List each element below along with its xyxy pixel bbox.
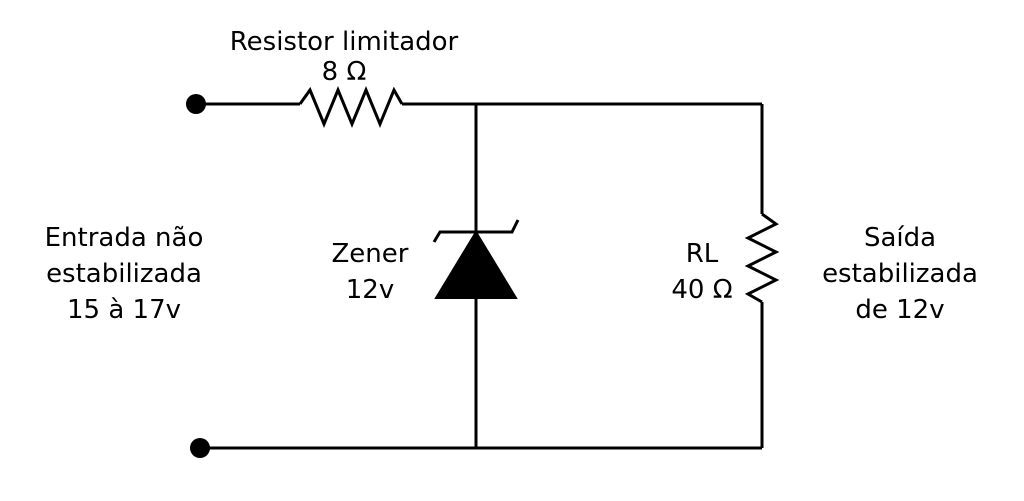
output-label-line3: de 12v — [855, 295, 944, 325]
input-label-line3: 15 à 17v — [67, 295, 181, 325]
limiting-resistor-symbol — [298, 86, 404, 128]
input-label-line2: estabilizada — [46, 259, 202, 289]
load-name-label: RL — [686, 239, 719, 269]
resistor-name-label: Resistor limitador — [230, 27, 459, 57]
zener-diode-triangle — [434, 230, 518, 299]
output-label-line2: estabilizada — [822, 259, 978, 289]
zener-value-label: 12v — [346, 275, 394, 305]
load-value-label: 40 Ω — [671, 275, 732, 305]
input-terminal-bottom — [190, 438, 210, 458]
zener-name-label: Zener — [332, 239, 409, 269]
input-terminal-top — [186, 94, 206, 114]
input-label-line1: Entrada não — [45, 223, 204, 253]
resistor-value-label: 8 Ω — [322, 57, 367, 87]
load-resistor-symbol — [744, 212, 780, 304]
output-label-line1: Saída — [864, 223, 936, 253]
